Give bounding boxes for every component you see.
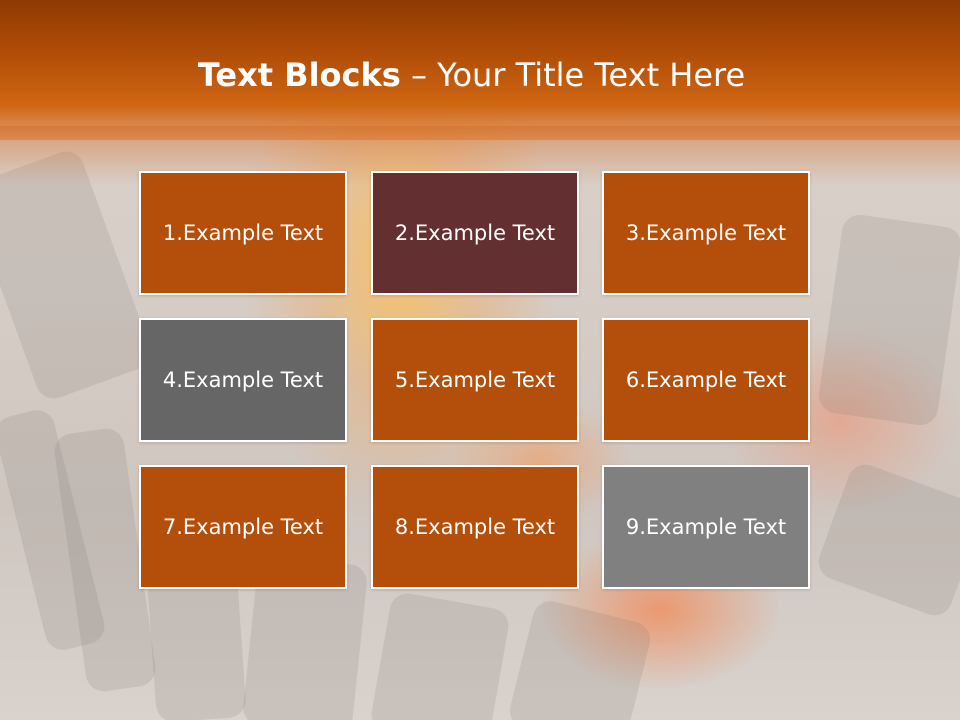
- slide-title-rest: Your Title Text Here: [437, 56, 746, 94]
- text-block-3: 3.Example Text: [602, 171, 810, 295]
- text-block-2: 2.Example Text: [371, 171, 579, 295]
- text-block-label: 5.Example Text: [394, 368, 556, 392]
- text-block-6: 6.Example Text: [602, 318, 810, 442]
- text-block-label: 3.Example Text: [625, 221, 787, 245]
- text-block-label: 6.Example Text: [625, 368, 787, 392]
- text-block-7: 7.Example Text: [139, 465, 347, 589]
- text-block-label: 1.Example Text: [162, 221, 324, 245]
- text-block-1: 1.Example Text: [139, 171, 347, 295]
- text-block-label: 2.Example Text: [394, 221, 556, 245]
- text-block-label: 8.Example Text: [394, 515, 556, 539]
- text-block-5: 5.Example Text: [371, 318, 579, 442]
- slide-title-dash: –: [410, 56, 427, 94]
- text-block-9: 9.Example Text: [602, 465, 810, 589]
- text-block-4: 4.Example Text: [139, 318, 347, 442]
- title-bar: [0, 0, 960, 140]
- text-block-label: 9.Example Text: [625, 515, 787, 539]
- text-block-label: 4.Example Text: [162, 368, 324, 392]
- text-block-8: 8.Example Text: [371, 465, 579, 589]
- slide-title-bold: Text Blocks: [197, 56, 401, 94]
- text-block-label: 7.Example Text: [162, 515, 324, 539]
- slide-title: Text Blocks – Your Title Text Here: [0, 52, 943, 98]
